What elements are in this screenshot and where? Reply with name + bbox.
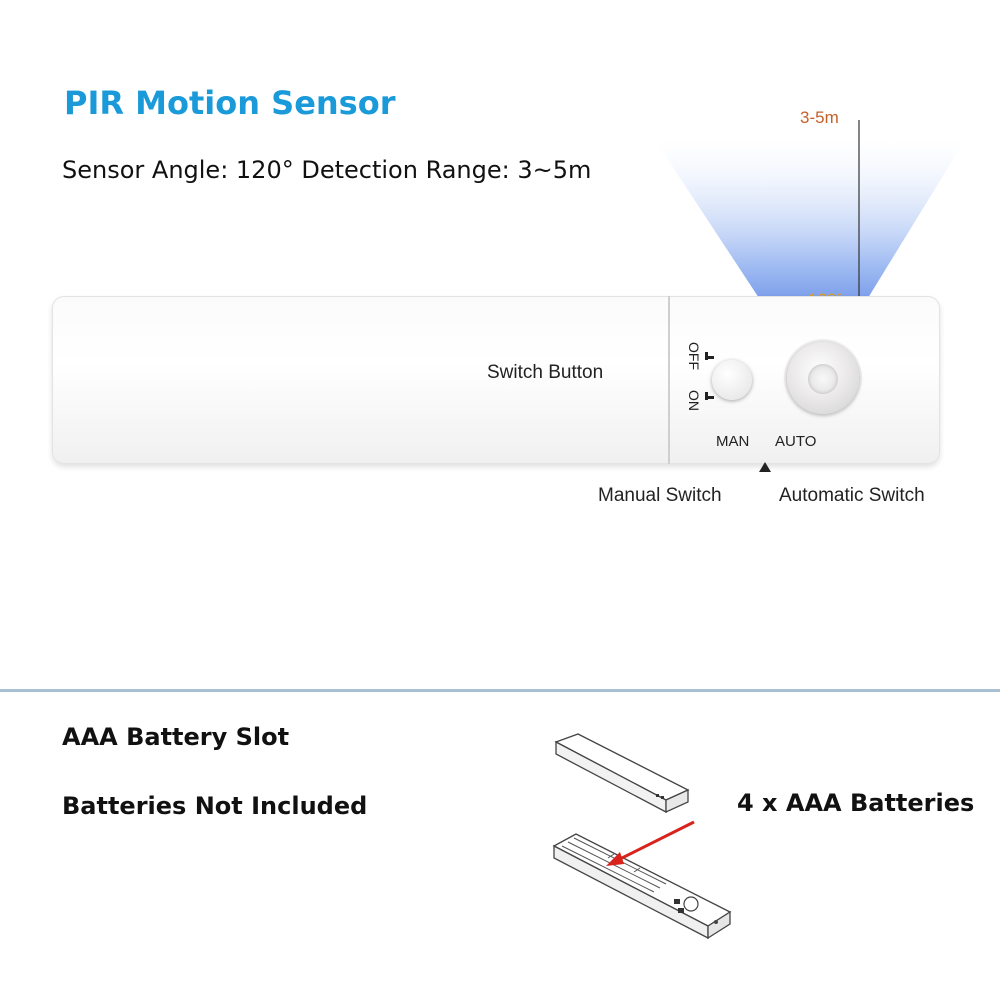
- tray-switch: [674, 899, 680, 904]
- batteries-count-label: 4 x AAA Batteries: [737, 789, 975, 817]
- sensor-specs: Sensor Angle: 120° Detection Range: 3~5m: [62, 156, 592, 184]
- insert-arrow-head: [606, 852, 624, 866]
- tray-indicator: [714, 920, 718, 924]
- manual-switch-label: Manual Switch: [598, 485, 722, 506]
- batteries-not-included-label: Batteries Not Included: [62, 792, 368, 820]
- auto-label: AUTO: [775, 433, 817, 450]
- range-label: 3-5m: [800, 108, 839, 127]
- section-divider: [0, 689, 1000, 692]
- page-title: PIR Motion Sensor: [64, 84, 396, 122]
- off-marker-tab: [705, 356, 714, 359]
- battery-compartment-illustration: [552, 733, 732, 940]
- man-label: MAN: [716, 433, 750, 450]
- cover-latch: [656, 794, 664, 799]
- detection-cone: [655, 140, 965, 368]
- switch-button-label: Switch Button: [487, 362, 604, 383]
- on-marker-tab: [705, 396, 714, 399]
- battery-slot-label: AAA Battery Slot: [62, 723, 290, 751]
- position-markers: [705, 352, 714, 400]
- battery-cover: [554, 733, 690, 814]
- automatic-switch-label: Automatic Switch: [779, 485, 925, 506]
- tray-switch-2: [678, 908, 684, 913]
- mode-switch-pointer: [759, 462, 771, 472]
- control-panel: [668, 296, 942, 464]
- off-label: OFF: [686, 342, 702, 370]
- insert-arrow: [617, 820, 695, 862]
- tray-sensor-hole: [683, 896, 699, 912]
- on-label: ON: [686, 390, 702, 411]
- switch-button[interactable]: [712, 360, 752, 400]
- pir-sensor-lens-center: [808, 364, 838, 394]
